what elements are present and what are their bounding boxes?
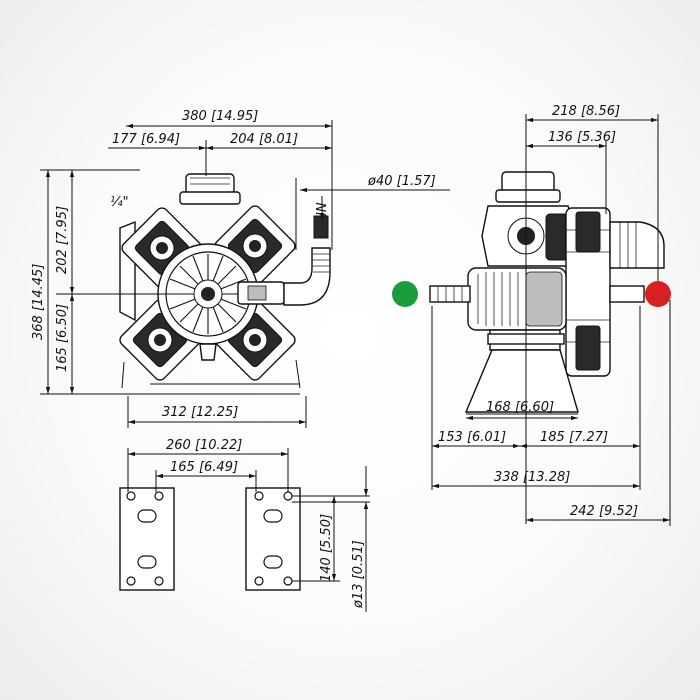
side-view-dimensions (431, 114, 671, 526)
front-view-pump (119, 173, 331, 389)
dim-218: 218 [8.56] (552, 104, 620, 119)
dim-368: 368 [14.45] (31, 264, 46, 340)
dim-242: 242 [9.52] (570, 504, 638, 519)
dim-177: 177 [6.94] (112, 132, 180, 147)
dim-153: 153 [6.01] (438, 430, 506, 445)
side-view-pump (429, 171, 665, 413)
dim-136: 136 [5.36] (548, 130, 616, 145)
dim-168: 168 [6.60] (486, 400, 554, 415)
thread-label: ¼" (110, 195, 129, 210)
dim-380: 380 [14.95] (182, 109, 258, 124)
green-rotation-marker (392, 281, 418, 307)
dim-d40: ø40 [1.57] (367, 174, 436, 189)
inlet-label: IN (315, 202, 330, 216)
red-rotation-marker (645, 281, 671, 307)
bracket-dimensions (127, 448, 369, 612)
dim-140: 140 [5.50] (319, 514, 334, 582)
dim-260: 260 [10.22] (166, 438, 242, 453)
dim-312: 312 [12.25] (162, 405, 238, 420)
dim-d13: ø13 [0.51] (351, 540, 366, 609)
dim-185: 185 [7.27] (540, 430, 608, 445)
dim-165-w: 165 [6.49] (170, 460, 238, 475)
dim-338: 338 [13.28] (494, 470, 570, 485)
mounting-brackets (119, 487, 370, 591)
front-view-dimensions (40, 120, 450, 428)
dim-202: 202 [7.95] (55, 206, 70, 274)
dim-204: 204 [8.01] (230, 132, 298, 147)
dim-165-h: 165 [6.50] (55, 304, 70, 372)
